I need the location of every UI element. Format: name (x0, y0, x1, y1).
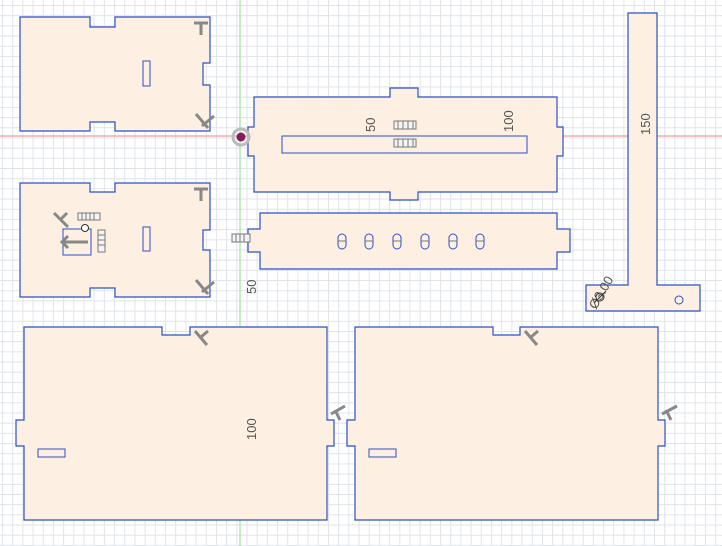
sketch-profile-bottom-left[interactable] (15, 326, 335, 521)
dimension-100-top[interactable]: 100 (501, 110, 516, 132)
perpendicular-constraint-icon[interactable] (194, 187, 208, 201)
perpendicular-constraint-icon[interactable] (194, 113, 215, 129)
point-handle[interactable] (81, 224, 89, 232)
dimension-50-left[interactable]: 50 (244, 280, 259, 294)
perpendicular-constraint-icon[interactable] (194, 279, 215, 295)
slot-top-left[interactable] (142, 60, 151, 87)
perpendicular-constraint-icon[interactable] (661, 404, 678, 421)
perpendicular-constraint-icon[interactable] (330, 404, 346, 421)
horizontal-constraint-icon[interactable] (393, 120, 417, 130)
dimension-150-side[interactable]: 150 (638, 113, 653, 135)
sketch-profile-l-bracket[interactable] (585, 12, 701, 312)
sketch-profile-holes[interactable] (247, 212, 571, 270)
slot-bottom-right[interactable] (368, 448, 397, 458)
perpendicular-constraint-icon[interactable] (52, 211, 70, 229)
horizontal-constraint-icon[interactable] (231, 233, 251, 243)
perpendicular-constraint-icon[interactable] (523, 329, 539, 346)
horizontal-constraint-icon[interactable] (97, 229, 106, 253)
dimension-100-bottom[interactable]: 100 (244, 418, 259, 440)
origin-point-icon[interactable] (231, 127, 251, 147)
sketch-profile-mid-left[interactable] (19, 182, 211, 298)
horizontal-constraint-icon[interactable] (393, 138, 417, 148)
dimension-50-top[interactable]: 50 (363, 118, 378, 132)
horizontal-constraint-icon[interactable] (59, 234, 88, 250)
dimension-arrow-icon (593, 290, 607, 304)
perpendicular-constraint-icon[interactable] (193, 329, 209, 346)
perpendicular-constraint-icon[interactable] (194, 21, 208, 35)
slot-bottom-left[interactable] (37, 448, 66, 458)
sketch-profile-bottom-right[interactable] (346, 326, 666, 521)
horizontal-constraint-icon[interactable] (77, 212, 101, 221)
hole-row[interactable] (337, 233, 485, 250)
sketch-profile-top-left[interactable] (19, 16, 211, 132)
hole-l-bracket[interactable] (674, 295, 684, 305)
slot-mid-left[interactable] (142, 226, 151, 252)
